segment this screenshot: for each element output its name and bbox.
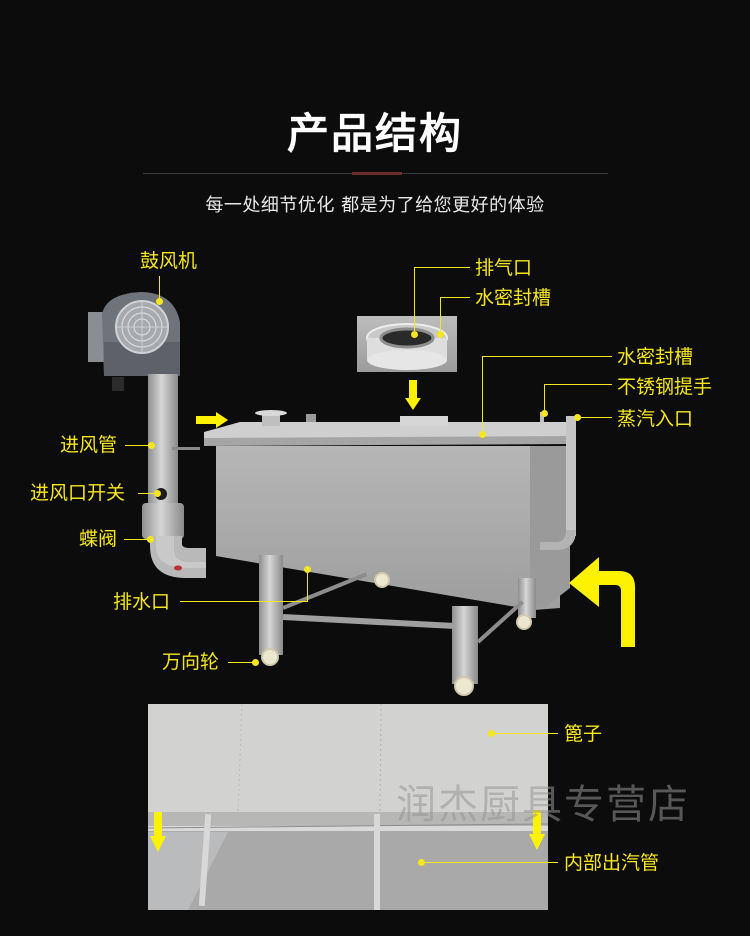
- leader-dot: [154, 490, 161, 497]
- leader-dot: [156, 298, 163, 305]
- leader-line: [307, 569, 308, 602]
- store-watermark: 润杰厨具专营店: [396, 782, 690, 828]
- leader-dot: [147, 536, 154, 543]
- leader-line: [492, 733, 558, 734]
- leader-line: [159, 276, 160, 300]
- leg-front-right: [452, 606, 478, 684]
- leader-dot: [148, 442, 155, 449]
- arrow-down-icon: [529, 810, 545, 850]
- leader-line: [544, 384, 612, 385]
- label-water-seal-slot: 水密封槽: [617, 346, 694, 368]
- leader-dot: [252, 659, 259, 666]
- leader-dot: [411, 331, 418, 338]
- intake-pipe-image: [148, 374, 178, 504]
- leader-line: [138, 493, 154, 494]
- leader-line: [440, 297, 441, 331]
- leader-dot: [541, 410, 548, 417]
- arrow-down-icon: [405, 380, 421, 410]
- arrow-turn-left-icon: [569, 557, 635, 647]
- leader-line: [414, 267, 415, 331]
- caster-wheel: [454, 676, 474, 696]
- leader-line: [580, 417, 612, 418]
- leader-line: [180, 601, 307, 602]
- label-exhaust-port: 排气口: [475, 257, 533, 279]
- caster-wheel: [261, 648, 279, 666]
- page-subtitle: 每一处细节优化 都是为了给您更好的体验: [205, 195, 545, 216]
- label-steam-inlet: 蒸汽入口: [617, 408, 694, 430]
- label-butterfly-valve: 蝶阀: [79, 528, 118, 550]
- label-inner-steam-pipe: 内部出汽管: [564, 852, 660, 874]
- title-divider-accent: [352, 172, 402, 175]
- butterfly-valve-image: [142, 503, 184, 539]
- label-blower: 鼓风机: [140, 250, 198, 272]
- leg-back-right: [518, 578, 536, 618]
- label-casters: 万向轮: [162, 651, 220, 673]
- leader-line: [482, 356, 612, 357]
- leader-line: [422, 862, 558, 863]
- interior-detail-photo: [148, 704, 548, 910]
- interior-pipes-image: [148, 704, 548, 910]
- leader-line: [125, 445, 150, 446]
- label-steamer-tray: 篦子: [564, 723, 603, 745]
- leader-dot: [437, 331, 444, 338]
- label-intake-pipe: 进风管: [60, 434, 118, 456]
- arrow-down-icon: [150, 812, 166, 852]
- arrow-right-icon: [196, 412, 228, 428]
- leg-front-left: [259, 555, 283, 655]
- caster-wheel: [374, 572, 390, 588]
- leader-dot: [304, 566, 311, 573]
- blower-image: [88, 292, 180, 391]
- elbow-pipe-image: [150, 536, 206, 578]
- leader-line: [414, 267, 470, 268]
- leader-line: [124, 539, 148, 540]
- leader-dot: [418, 859, 425, 866]
- leader-line: [544, 384, 545, 412]
- leader-dot: [574, 414, 581, 421]
- pipe-rod: [172, 447, 200, 450]
- leader-line: [440, 297, 470, 298]
- leader-dot: [488, 730, 495, 737]
- leader-dot: [479, 431, 486, 438]
- exhaust-port-photo: [357, 316, 457, 372]
- label-drain-port: 排水口: [113, 591, 171, 613]
- leader-line: [228, 662, 254, 663]
- label-stainless-handle: 不锈钢提手: [617, 376, 713, 398]
- label-intake-switch: 进风口开关: [30, 482, 126, 504]
- leader-line: [482, 356, 483, 432]
- label-water-seal-slot-inset: 水密封槽: [475, 287, 552, 309]
- page-title: 产品结构: [286, 109, 463, 158]
- caster-wheel: [516, 614, 532, 630]
